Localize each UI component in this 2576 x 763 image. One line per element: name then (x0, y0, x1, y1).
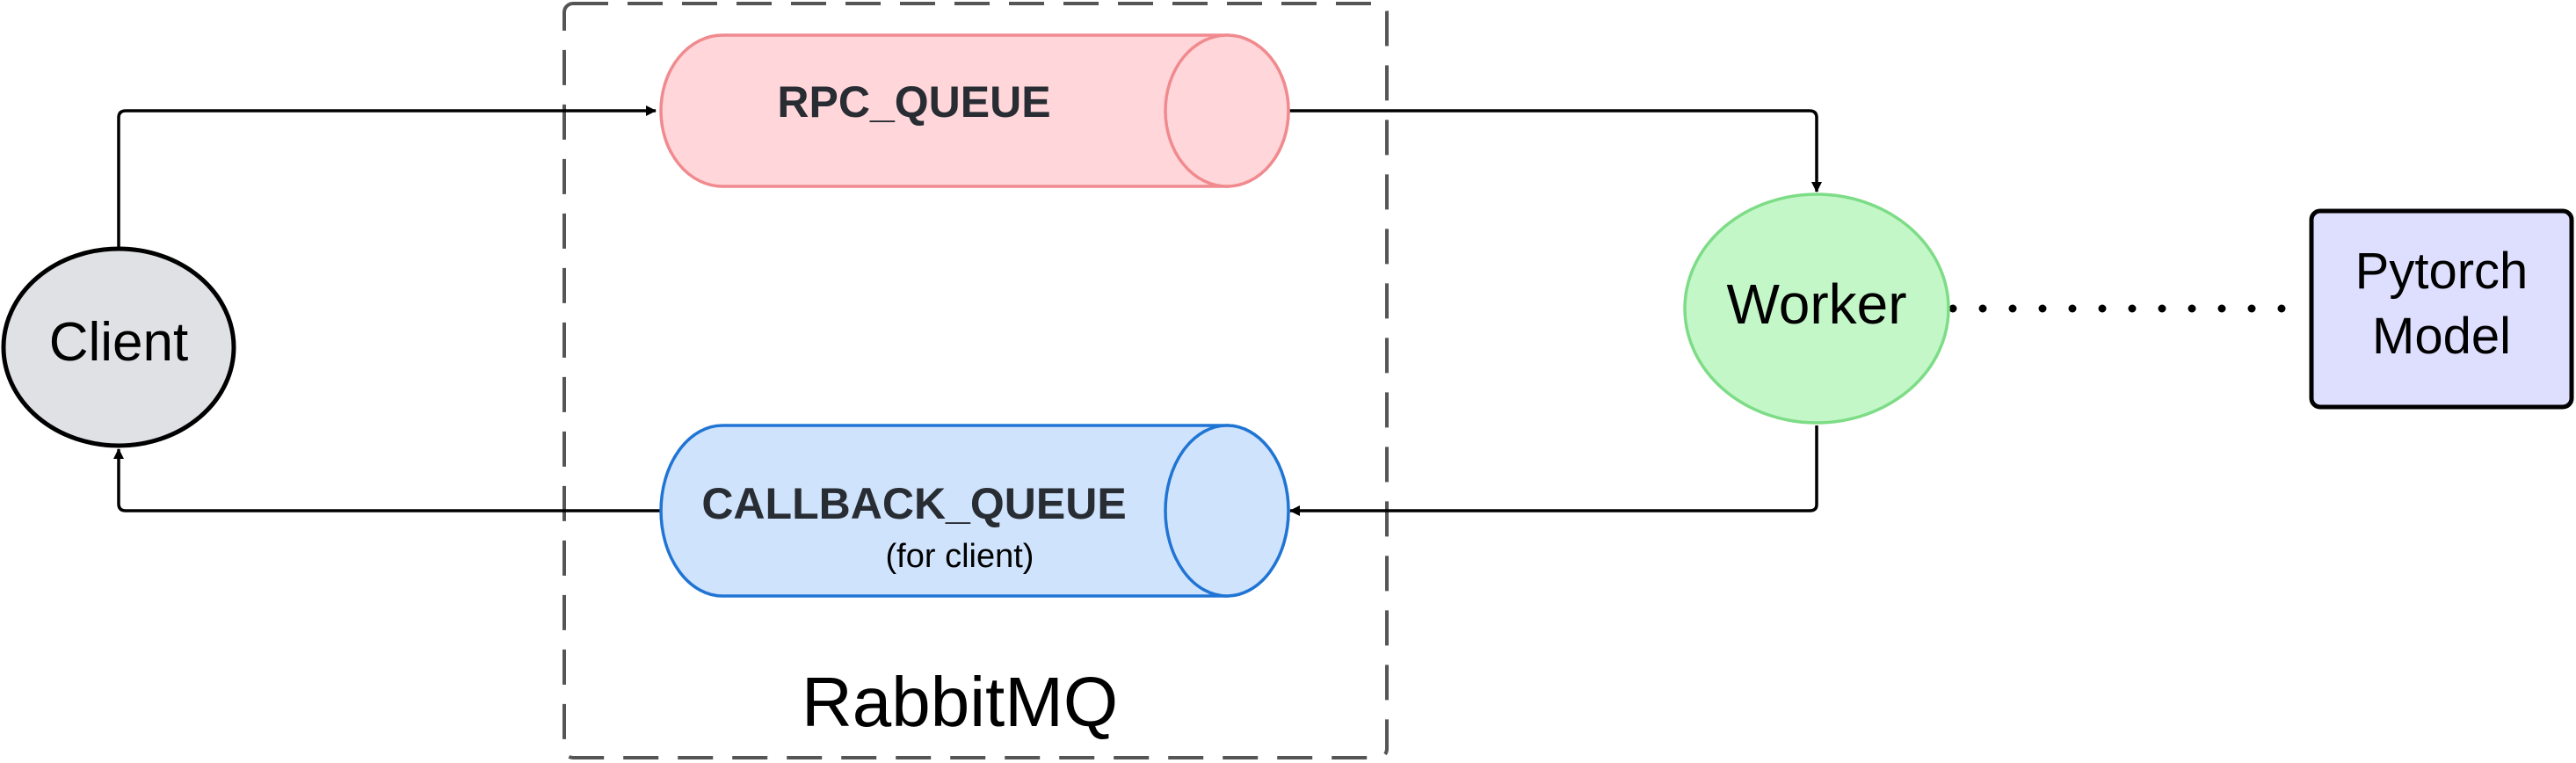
client-node: Client (1, 246, 236, 448)
pytorch-model-label-line1: Pytorch (2355, 243, 2529, 300)
rpc-queue-cap (1164, 33, 1290, 188)
callback-queue-sublabel: (for client) (886, 538, 1034, 575)
worker-node: Worker (1683, 193, 1950, 425)
pytorch-model-node: Pytorch Model (2309, 208, 2574, 410)
rabbitmq-group-border (562, 2, 1389, 759)
callback-queue-label: CALLBACK_QUEUE (701, 479, 1126, 528)
callback-queue-to-client-edge (113, 448, 661, 512)
rabbitmq-group-label: RabbitMQ (802, 663, 1118, 741)
callback-queue-node: CALLBACK_QUEUE (for client) (659, 424, 1290, 598)
client-ellipse (1, 246, 236, 448)
rpc-queue-node: RPC_QUEUE (659, 33, 1290, 188)
callback-queue-cap (1164, 424, 1290, 598)
rpc-queue-label: RPC_QUEUE (777, 77, 1050, 127)
rpc-queue-to-worker-edge (1288, 109, 1822, 193)
worker-ellipse (1683, 193, 1950, 425)
client-label: Client (49, 312, 189, 373)
pytorch-model-box (2309, 208, 2574, 410)
worker-to-callback-queue-edge (1289, 425, 1818, 516)
client-to-rpc-queue-edge (117, 105, 657, 251)
worker-label: Worker (1726, 272, 1906, 336)
pytorch-model-label-line2: Model (2372, 308, 2511, 365)
